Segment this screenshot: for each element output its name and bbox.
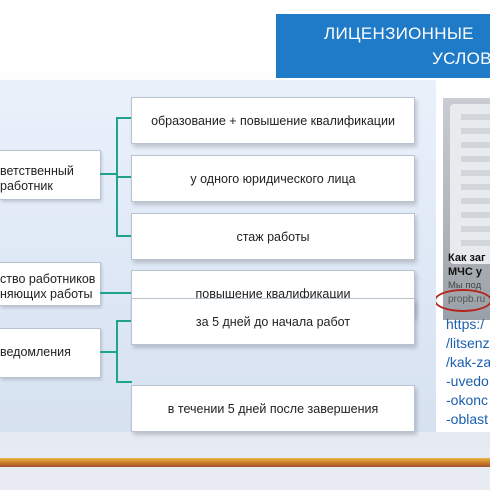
video-thumbnail[interactable]	[443, 98, 490, 320]
option-box: образование + повышение квалификации	[131, 97, 415, 144]
connector-line	[116, 381, 132, 383]
url-line[interactable]: https:/	[446, 316, 485, 332]
url-line[interactable]: -oblast	[446, 411, 489, 427]
connector-line	[100, 292, 132, 294]
title-line-1: ЛИЦЕНЗИОННЫЕ	[324, 24, 474, 43]
url-line[interactable]: -okonc	[446, 392, 489, 408]
label-text: работник	[0, 179, 53, 193]
video-title-line[interactable]: Как заг	[448, 252, 486, 264]
url-line[interactable]: /kak-za	[446, 354, 490, 370]
connector-line	[100, 173, 117, 175]
connector-line	[116, 320, 132, 322]
option-box: стаж работы	[131, 213, 415, 260]
label-text: ство работников	[0, 272, 96, 286]
label-box-notification: ведомления	[0, 328, 101, 378]
video-channel-text: Мы под	[448, 280, 482, 291]
connector-line	[116, 320, 118, 382]
url-line[interactable]: -uvedo	[446, 373, 489, 389]
title-line-2: УСЛОВ	[432, 49, 490, 68]
option-box: в течении 5 дней после завершения	[131, 385, 415, 432]
title-banner: ЛИЦЕНЗИОННЫЕ УСЛОВ	[276, 14, 490, 78]
option-box: у одного юридического лица	[131, 155, 415, 202]
screen-content-image	[461, 114, 490, 254]
option-box: за 5 дней до начала работ	[131, 298, 415, 345]
bottom-decorative-stripe	[0, 458, 490, 467]
label-text: няющих работы	[0, 287, 93, 301]
connector-line	[116, 176, 132, 178]
red-highlight-oval	[436, 289, 490, 312]
connector-line	[100, 351, 117, 353]
label-text: ветственный	[0, 164, 74, 178]
connector-line	[116, 117, 132, 119]
video-title-line[interactable]: МЧС у	[448, 266, 483, 278]
label-box-responsible-worker: ветственный работник	[0, 150, 101, 200]
label-text: ведомления	[0, 345, 71, 359]
connector-line	[116, 235, 132, 237]
url-line[interactable]: /litsenz	[446, 335, 490, 351]
video-overlay[interactable]: Как заг МЧС у Мы под propb.ru https:/ /l…	[436, 80, 490, 432]
diagram-panel: ветственный работник образование + повыш…	[0, 80, 436, 432]
label-box-workers-count: ство работников няющих работы	[0, 262, 101, 306]
